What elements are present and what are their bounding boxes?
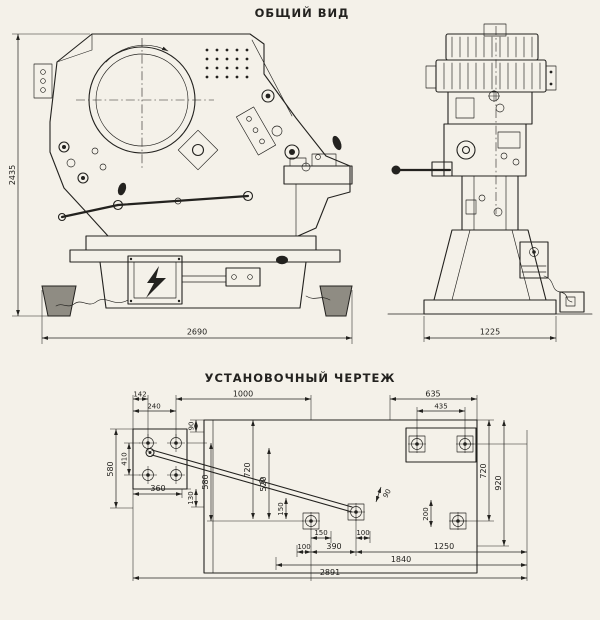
dim-200: 200 <box>422 507 430 520</box>
dim-390: 390 <box>326 542 341 551</box>
side-view-machine <box>387 23 593 315</box>
dim-130: 130 <box>187 491 195 504</box>
dim-front-height: 2435 <box>8 165 17 185</box>
right-anchor-plate <box>405 427 477 463</box>
dim-1840: 1840 <box>391 555 411 564</box>
dim-90-top: 90 <box>188 422 196 431</box>
dim-435: 435 <box>434 403 447 411</box>
dim-240: 240 <box>147 403 160 411</box>
front-view-machine <box>33 33 353 317</box>
dim-580-inner: 580 <box>201 474 210 489</box>
dim-90-diag: 90 <box>382 488 393 500</box>
handle-knob <box>117 182 127 196</box>
dim-front-width: 2690 <box>187 328 207 337</box>
dim-142: 142 <box>133 391 146 399</box>
dim-635: 635 <box>425 390 440 399</box>
foundation-outline <box>132 419 478 574</box>
installation-drawing: 142 1000 635 240 435 90 580 410 580 360 … <box>106 390 528 581</box>
vent-holes <box>205 48 249 79</box>
lever <box>116 194 250 207</box>
rotation-arrow <box>105 44 169 63</box>
dim-580-outer: 580 <box>106 461 115 476</box>
dim-410: 410 <box>121 452 129 465</box>
left-foot <box>41 285 77 317</box>
dim-520: 520 <box>259 476 268 491</box>
dim-360: 360 <box>150 484 165 493</box>
general-view-title: ОБЩИЙ ВИД <box>255 5 350 20</box>
dim-720-mid: 720 <box>243 462 252 477</box>
work-table <box>283 165 353 185</box>
dim-1000: 1000 <box>233 390 253 399</box>
right-foot <box>319 285 353 317</box>
installation-title: УСТАНОВОЧНЫЙ ЧЕРТЕЖ <box>205 370 396 385</box>
dim-720-right: 720 <box>479 463 488 478</box>
side-view-dimensions: 1225 <box>423 316 557 342</box>
electrical-box <box>127 255 183 305</box>
base-skirt <box>433 229 547 301</box>
dim-side-width: 1225 <box>480 328 500 337</box>
dim-1250: 1250 <box>434 542 454 551</box>
dim-100-right: 100 <box>356 529 369 537</box>
dim-920: 920 <box>494 475 503 490</box>
dim-150-mid: 150 <box>277 502 285 515</box>
cable <box>55 299 129 307</box>
left-anchor-plate <box>132 428 188 490</box>
floor-box <box>559 291 585 313</box>
dim-100-left: 100 <box>297 543 310 551</box>
front-view-dimensions: 2435 2690 <box>8 33 353 344</box>
dim-150-bottom: 150 <box>314 529 327 537</box>
lightning-icon <box>146 266 166 298</box>
cable <box>543 275 573 303</box>
dim-2891: 2891 <box>320 568 340 577</box>
motor <box>425 23 557 93</box>
